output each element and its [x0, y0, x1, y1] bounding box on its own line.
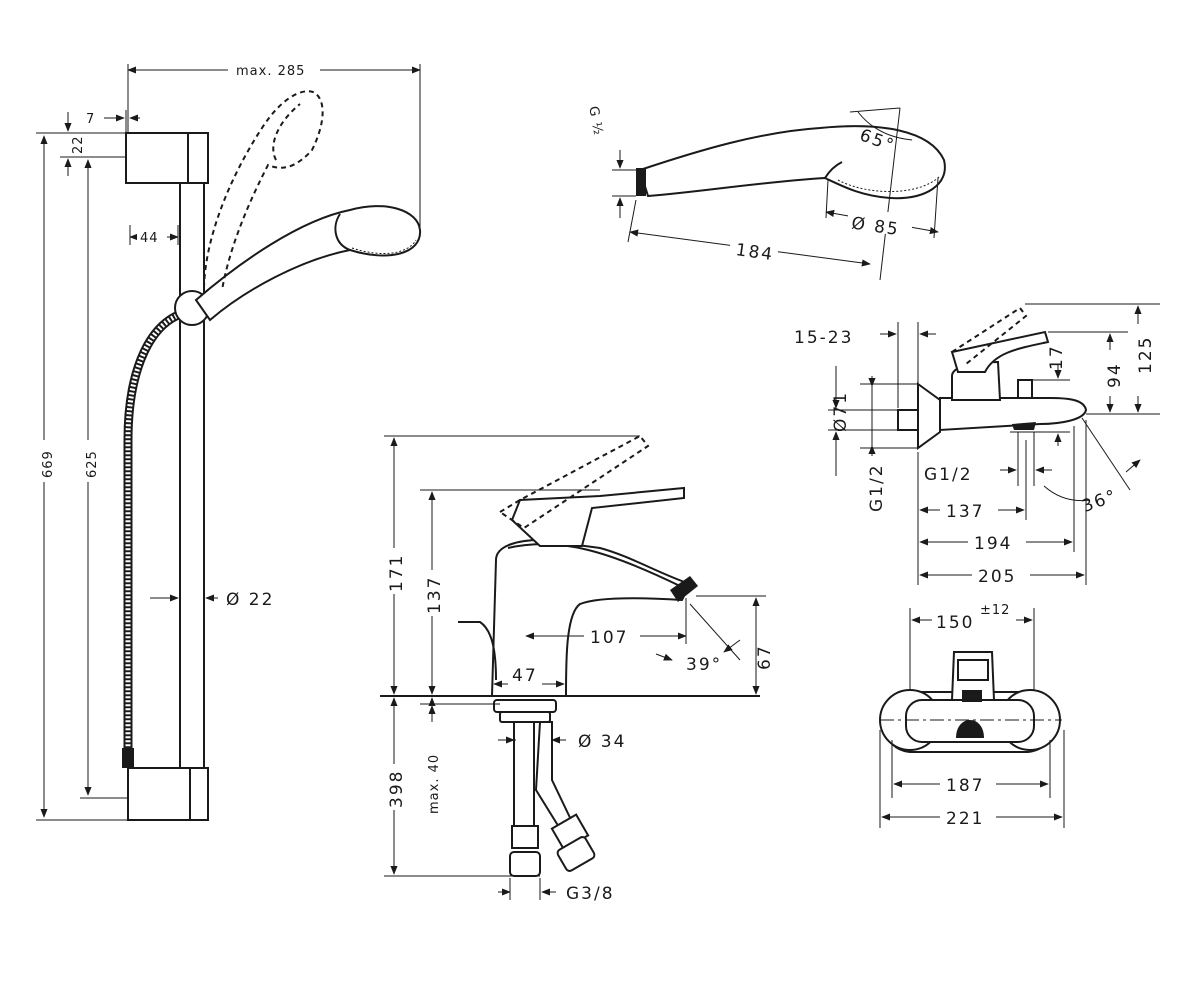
depth-total-label: 205 [978, 567, 1016, 587]
bracket-offset-label: 7 [86, 112, 95, 127]
height-lever-open-label: 171 [387, 554, 407, 592]
height-body-label: 94 [1105, 362, 1125, 388]
spout-height-label: 67 [755, 644, 775, 670]
hand-shower-length-label: 184 [734, 240, 775, 265]
distance-range-label: 15-23 [794, 328, 853, 348]
inlet-thread-label: G1/2 [867, 463, 887, 512]
body-diameter-label: Ø71 [831, 391, 851, 432]
depth-spout-label: 194 [974, 534, 1012, 554]
hand-shower-drawing: 65° G ½ 184 Ø 85 [585, 105, 946, 281]
front-inner-width-label: 187 [946, 776, 984, 796]
centres-tolerance-label: ±12 [980, 603, 1010, 618]
height-lever-label: 125 [1136, 336, 1156, 374]
depth-body-label: 137 [946, 502, 984, 522]
hose-length-label: 398 [387, 770, 407, 808]
overall-height-label: 669 [41, 450, 56, 478]
body-height-label: 137 [425, 576, 445, 614]
bath-mixer-side-drawing: 125 94 17 15-23 Ø71 G1/2 G1/2 [794, 303, 1160, 587]
outlet-thread-label: G1/2 [924, 465, 973, 485]
top-offset-label: 22 [71, 135, 86, 154]
basin-mixer-drawing: 171 137 107 67 39° 47 398 max. 40 Ø 34 [380, 434, 775, 904]
rail-diameter-label: Ø 22 [226, 590, 274, 610]
height-top-label: 17 [1047, 344, 1067, 370]
spout-reach-label: 107 [590, 628, 628, 648]
thread-label: G ½ [585, 105, 605, 137]
front-outer-width-label: 221 [946, 809, 984, 829]
shower-set-drawing: max. 285 7 22 44 669 625 Ø 22 [34, 61, 422, 821]
spout-angle-basin-label: 39° [686, 655, 722, 675]
max-reach-label: max. 285 [236, 64, 305, 79]
bath-mixer-front-drawing: 150 ±12 187 221 [879, 603, 1065, 829]
base-width-label: 47 [512, 666, 538, 686]
wall-gap-label: 44 [140, 231, 159, 246]
connection-label: G3/8 [566, 884, 615, 904]
centres-label: 150 [936, 613, 974, 633]
hole-diameter-label: Ø 34 [578, 732, 626, 752]
max-deck-label: max. 40 [427, 754, 442, 814]
rail-length-label: 625 [85, 450, 100, 478]
